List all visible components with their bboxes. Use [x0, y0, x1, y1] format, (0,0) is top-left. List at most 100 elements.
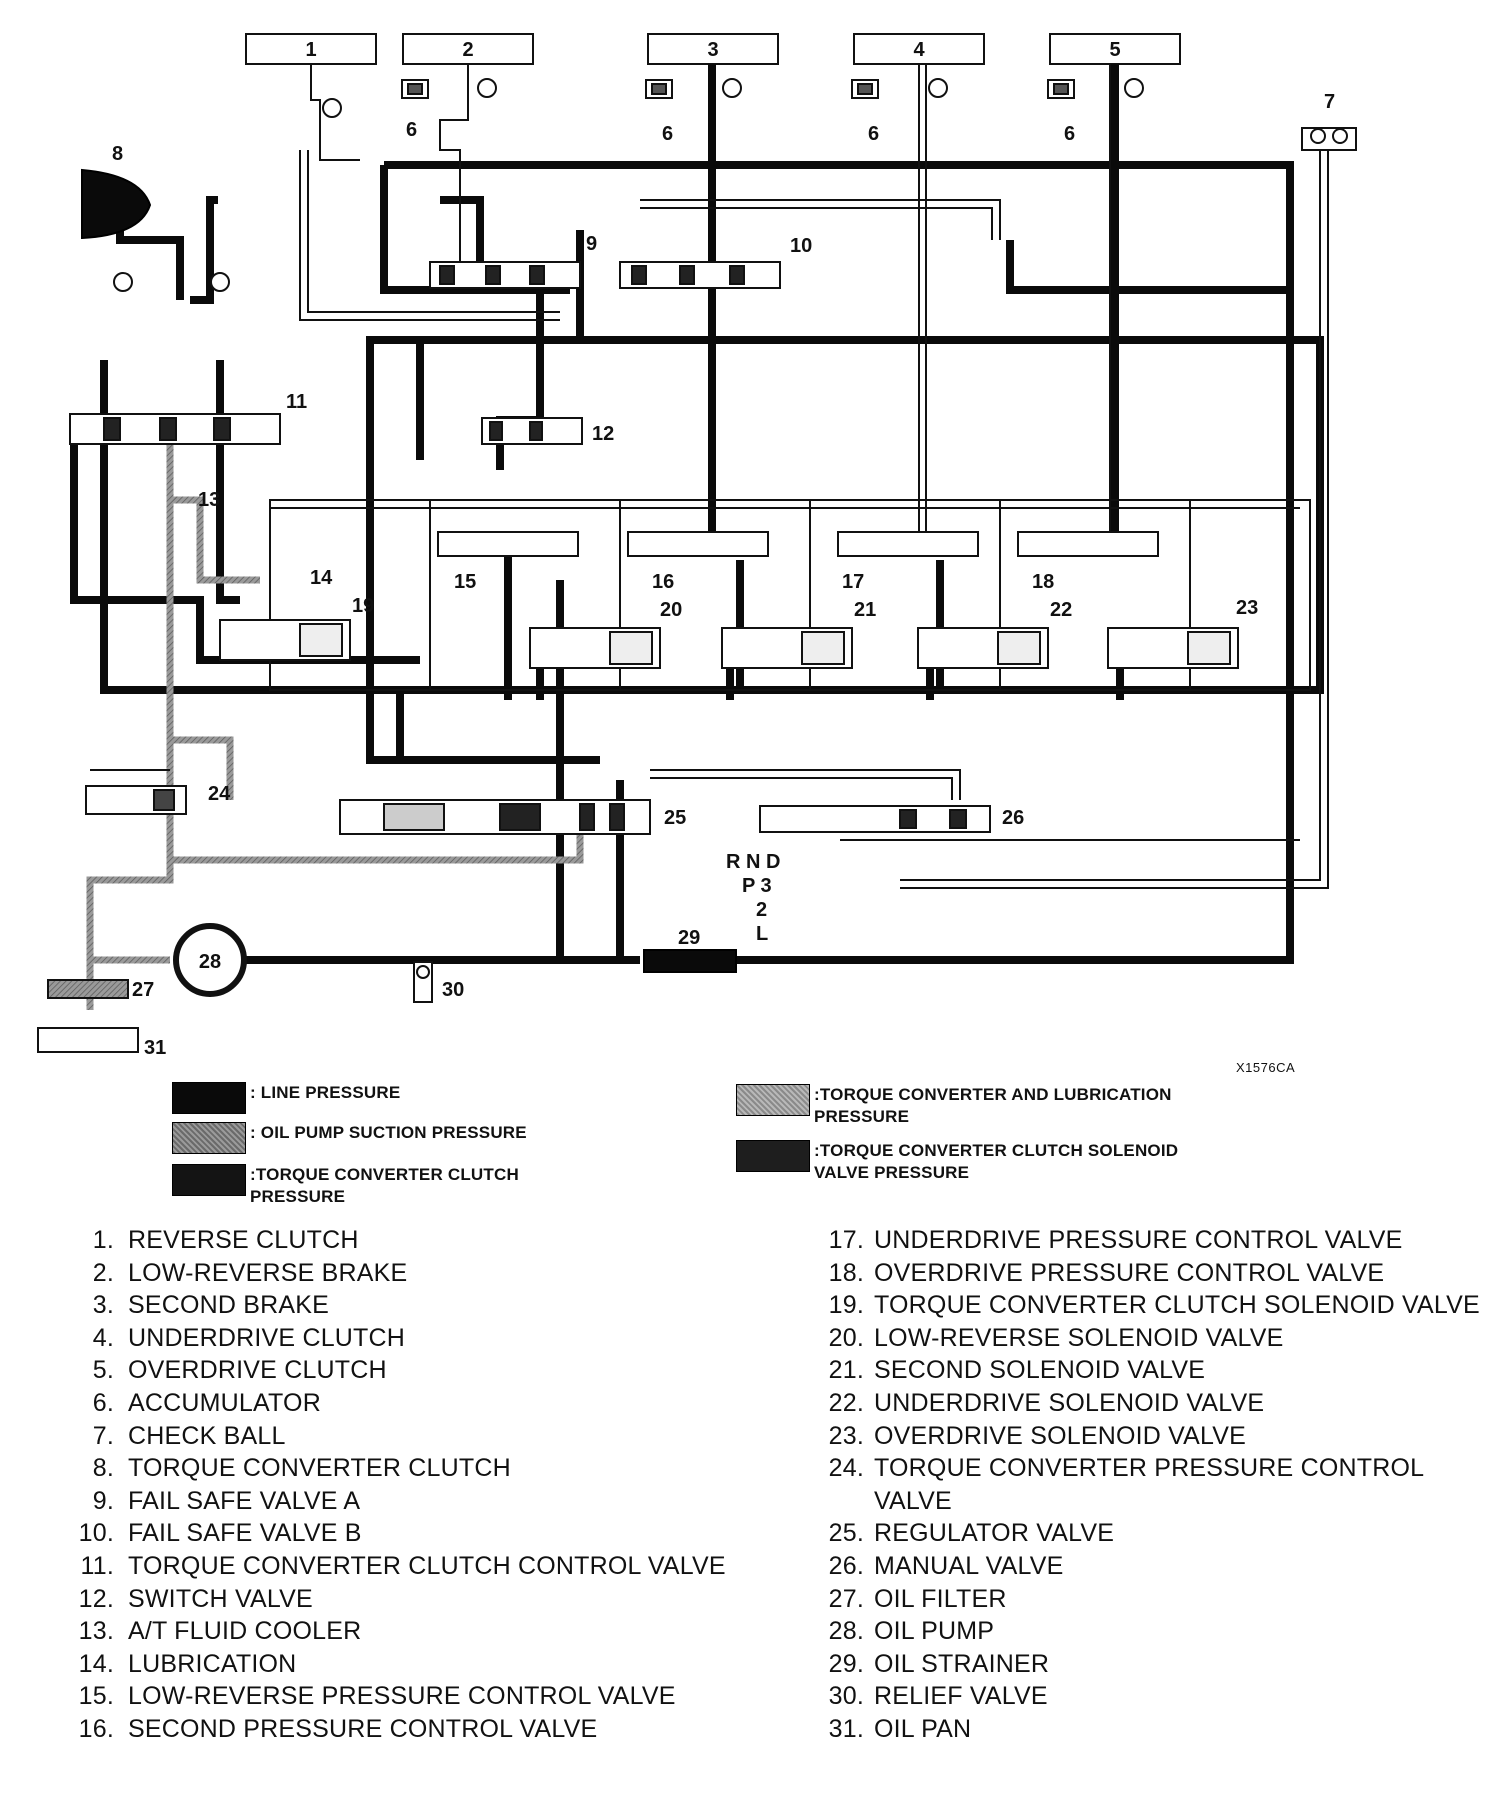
- callout-28: 28: [199, 951, 221, 973]
- parts-list-item: 5. OVERDRIVE CLUTCH: [60, 1354, 780, 1387]
- box-label-4: 4: [913, 39, 925, 61]
- parts-list-name: CHECK BALL: [128, 1421, 286, 1450]
- legend-swatch: [172, 1164, 246, 1196]
- callout-12: 12: [592, 423, 614, 445]
- callout-21: 21: [854, 599, 876, 621]
- fail-safe-valve-a: [429, 261, 581, 289]
- legend-text: TORQUE CONVERTER CLUTCH PRESSURE: [250, 1165, 519, 1206]
- check-ball-7: [1301, 127, 1357, 151]
- parts-list-number: 1.: [92, 1226, 114, 1254]
- legend-label: :TORQUE CONVERTER AND LUBRICATION PRESSU…: [814, 1085, 1172, 1126]
- solenoid-bay-frames: [269, 499, 1311, 691]
- legend-label: :TORQUE CONVERTER CLUTCH SOLENOID VALVE …: [814, 1141, 1179, 1182]
- callout-20: 20: [660, 599, 682, 621]
- orifice-check-balls: [113, 78, 1144, 292]
- callout-6c: 6: [868, 123, 879, 145]
- parts-list-item: 8. TORQUE CONVERTER CLUTCH: [60, 1452, 780, 1485]
- parts-list-number: 31.: [828, 1714, 864, 1743]
- parts-list-name: FAIL SAFE VALVE A: [128, 1486, 361, 1515]
- parts-list-name: UNDERDRIVE SOLENOID VALVE: [874, 1388, 1265, 1417]
- callout-24: 24: [208, 783, 231, 805]
- parts-list-number: 25.: [828, 1519, 864, 1548]
- parts-list-item: 26.MANUAL VALVE: [808, 1550, 1498, 1583]
- parts-list-number: 10.: [78, 1519, 114, 1548]
- parts-list-name: OVERDRIVE PRESSURE CONTROL VALVE: [874, 1258, 1385, 1287]
- callout-6d: 6: [1064, 123, 1075, 145]
- parts-list-name: UNDERDRIVE PRESSURE CONTROL VALVE: [874, 1226, 1403, 1254]
- parts-list-number: 13.: [78, 1617, 114, 1646]
- callout-19: 19: [352, 595, 374, 617]
- parts-list-number: 3.: [92, 1291, 114, 1320]
- parts-list-item: 6.ACCUMULATOR: [60, 1387, 780, 1420]
- parts-list-name: SWITCH VALVE: [128, 1584, 313, 1613]
- parts-list-item: 3. SECOND BRAKE: [60, 1289, 780, 1322]
- parts-list-number: 14.: [78, 1649, 114, 1678]
- callout-31: 31: [144, 1037, 166, 1059]
- switch-valve: [481, 417, 583, 445]
- hydraulic-circuit-diagram: 1 2 3 4 5: [37, 33, 1357, 1059]
- parts-list-number: 9.: [92, 1486, 114, 1515]
- parts-list-name: RELIEF VALVE: [874, 1682, 1048, 1711]
- parts-list-name: A/T FLUID COOLER: [128, 1617, 362, 1646]
- parts-list-number: 5.: [92, 1356, 114, 1385]
- callout-8: 8: [112, 143, 123, 165]
- callout-16: 16: [652, 571, 674, 593]
- callout-29: 29: [678, 927, 700, 949]
- parts-list-name: OVERDRIVE CLUTCH: [128, 1356, 387, 1385]
- spool-valves: [69, 261, 1239, 835]
- parts-list-item: 7. CHECK BALL: [60, 1420, 780, 1453]
- parts-list-item: 9. FAIL SAFE VALVE A: [60, 1485, 780, 1518]
- parts-list-number: 21.: [828, 1356, 864, 1385]
- legend-swatch: [172, 1082, 246, 1114]
- parts-list-item: 28.OIL PUMP: [808, 1615, 1498, 1648]
- parts-list-item: 27.OIL FILTER: [808, 1583, 1498, 1616]
- parts-list-name: FAIL SAFE VALVE B: [128, 1519, 362, 1548]
- legend-label: :TORQUE CONVERTER CLUTCH PRESSURE: [250, 1165, 519, 1206]
- callout-6b: 6: [662, 123, 673, 145]
- callout-25: 25: [664, 807, 686, 829]
- box-underdrive-clutch: [853, 33, 985, 65]
- legend-text: TORQUE CONVERTER AND LUBRICATION PRESSUR…: [814, 1085, 1172, 1126]
- parts-list-item: 31. OIL PAN: [808, 1713, 1498, 1746]
- tcc-control-valve: [69, 413, 281, 445]
- parts-list-name: LUBRICATION: [128, 1649, 297, 1678]
- shift-positions: R N D P 3 2 L: [726, 851, 780, 945]
- parts-list-number: 2.: [92, 1258, 114, 1287]
- parts-list-name: TORQUE CONVERTER CLUTCH: [128, 1454, 511, 1483]
- parts-list-number: 15.: [78, 1682, 114, 1711]
- legend-oil-pump-suction: : OIL PUMP SUCTION PRESSURE: [172, 1122, 527, 1154]
- parts-list-item: 2.LOW-REVERSE BRAKE: [60, 1257, 780, 1290]
- parts-list-number: 11.: [80, 1551, 114, 1580]
- shift-row-1: R N D: [726, 851, 780, 873]
- parts-list-number: 8.: [92, 1454, 114, 1483]
- parts-list-number: 7.: [92, 1421, 114, 1450]
- parts-list-name: UNDERDRIVE CLUTCH: [128, 1323, 406, 1352]
- callout-14: 14: [310, 567, 333, 589]
- relief-valve: [413, 961, 433, 1003]
- parts-list-name: MANUAL VALVE: [874, 1551, 1064, 1580]
- callout-11: 11: [286, 391, 307, 413]
- parts-list-name: TORQUE CONVERTER PRESSURE CONTROL VALVE: [874, 1454, 1424, 1515]
- callout-30: 30: [442, 979, 464, 1001]
- box-label-5: 5: [1109, 39, 1120, 61]
- parts-list-name: SECOND PRESSURE CONTROL VALVE: [128, 1714, 598, 1743]
- parts-list-name: OVERDRIVE SOLENOID VALVE: [874, 1421, 1247, 1450]
- box-label-2: 2: [462, 39, 473, 61]
- parts-list-item: 13. A/T FLUID COOLER: [60, 1615, 780, 1648]
- manual-valve: [759, 805, 991, 833]
- parts-list-name: OIL PUMP: [874, 1617, 995, 1646]
- callout-7: 7: [1324, 91, 1335, 113]
- figure-code: X1576CA: [1236, 1060, 1296, 1075]
- legend-label: : OIL PUMP SUCTION PRESSURE: [250, 1123, 527, 1142]
- parts-list-item: 1.REVERSE CLUTCH: [60, 1224, 780, 1257]
- parts-list-name: SECOND BRAKE: [128, 1291, 330, 1320]
- parts-list-number: 30.: [828, 1682, 864, 1711]
- parts-list-item: 11. TORQUE CONVERTER CLUTCH CONTROL VALVE: [60, 1550, 780, 1583]
- oil-pan: [37, 1027, 139, 1053]
- line-pressure-passages: [70, 64, 1324, 964]
- parts-list-name: TORQUE CONVERTER CLUTCH CONTROL VALVE: [128, 1551, 726, 1580]
- parts-list-name: OIL PAN: [874, 1714, 972, 1743]
- callout-6a: 6: [406, 119, 417, 141]
- parts-list-item: 29.OIL STRAINER: [808, 1648, 1498, 1681]
- parts-list-name: TORQUE CONVERTER CLUTCH SOLENOID VALVE: [874, 1291, 1480, 1320]
